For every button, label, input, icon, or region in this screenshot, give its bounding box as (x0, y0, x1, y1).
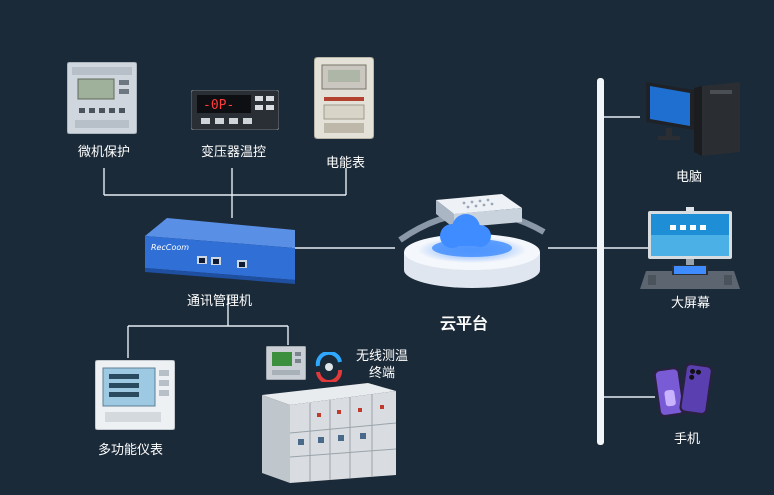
micro-protection-device (66, 61, 138, 135)
wireless-sensor-icon (312, 350, 346, 385)
big-screen-label: 大屏幕 (671, 296, 711, 311)
multifunction-meter-label: 多功能仪表 (98, 443, 164, 458)
comm-manager-device: RecCoom (145, 218, 295, 290)
gateway-brand-text: RecCoom (151, 243, 189, 252)
transformer-temp-controller: -0P- (190, 89, 280, 131)
switchgear-cabinets (262, 383, 397, 483)
wireless-temp-terminal-device (265, 345, 307, 381)
phone-device (652, 360, 716, 422)
energy-meter-device (313, 56, 375, 140)
micro-protection-label: 微机保护 (78, 145, 131, 160)
transformer-temp-label: 变压器温控 (201, 145, 267, 160)
big-screen-device (640, 205, 740, 293)
cloud-platform-graphic (392, 170, 552, 295)
computer-device (642, 78, 742, 160)
energy-meter-label: 电能表 (326, 156, 366, 171)
cloud-platform-label: 云平台 (440, 314, 489, 333)
wireless-temp-label-line1: 无线测温 (356, 349, 409, 364)
multifunction-meter-device (94, 359, 176, 431)
comm-manager-label: 通讯管理机 (187, 294, 253, 309)
temp-display-value: -0P- (203, 98, 234, 113)
computer-label: 电脑 (676, 170, 703, 185)
phone-label: 手机 (674, 432, 701, 447)
wireless-temp-label-line2: 终端 (369, 366, 396, 381)
